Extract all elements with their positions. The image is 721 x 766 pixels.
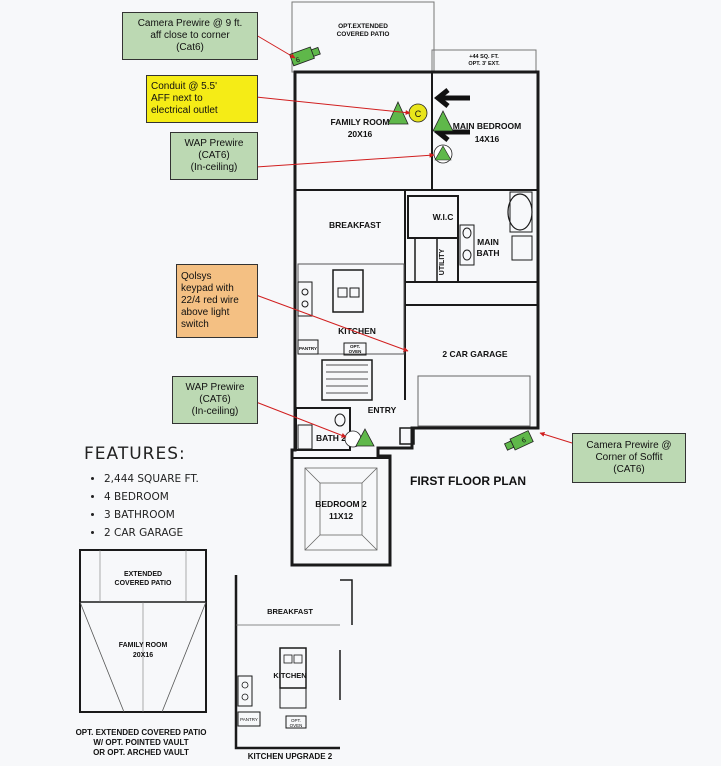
inset-kitchen: BREAKFAST KITCHEN PANTRY OPT.OVEN KITCHE… <box>234 575 353 761</box>
label-bath2: BATH 2 <box>316 433 346 443</box>
device-markers: 6 C 6 <box>289 46 534 451</box>
callout-camera-right: Camera Prewire @Corner of Soffit(CAT6) <box>572 433 686 483</box>
callout-arrows <box>255 34 573 444</box>
main-bedroom-triangle-icon <box>432 110 454 132</box>
label-main-bedroom-size: 14X16 <box>475 134 500 144</box>
wap-top-icon <box>434 145 452 161</box>
features-panel: FEATURES: 2,444 SQUARE FT. 4 BEDROOM 3 B… <box>84 444 199 542</box>
label-kitchen: KITCHEN <box>338 326 376 336</box>
feature-item: 2,444 SQUARE FT. <box>104 470 199 488</box>
exterior-walls <box>290 70 540 567</box>
arrow-camera-right <box>539 431 573 444</box>
wap-bottom-icon <box>355 428 375 447</box>
label-opt-oven: OPT.OVEN <box>349 344 362 354</box>
camera-top-number: 6 <box>295 56 301 64</box>
label-family-room: FAMILY ROOM <box>330 117 389 127</box>
arrow-camera-top <box>255 34 296 59</box>
label-bedroom2: BEDROOM 2 <box>315 499 367 509</box>
label-sq-ft-ext: +44 SQ. FT.OPT. 3' EXT. <box>468 54 500 67</box>
feature-item: 2 CAR GARAGE <box>104 524 199 542</box>
inset-family-size: 20X16 <box>133 652 153 659</box>
label-entry: ENTRY <box>368 405 397 415</box>
inset-oven-label: OPT.OVEN <box>290 718 303 728</box>
camera-icon-right: 6 <box>503 430 534 451</box>
features-heading: FEATURES: <box>84 444 186 464</box>
label-pantry: PANTRY <box>299 346 317 351</box>
feature-item: 4 BEDROOM <box>104 488 199 506</box>
inset-family-label: FAMILY ROOM <box>119 642 168 649</box>
arrow-wap-top <box>255 152 435 168</box>
inset-pantry-label: PANTRY <box>240 717 258 722</box>
conduit-triangle-icon <box>387 101 409 125</box>
label-breakfast: BREAKFAST <box>329 220 382 230</box>
arrow-conduit <box>255 96 411 116</box>
callout-wap-top: WAP Prewire(CAT6)(In-ceiling) <box>170 132 258 180</box>
label-family-room-size: 20X16 <box>348 129 373 139</box>
first-floor-plan-title: FIRST FLOOR PLAN <box>410 474 526 488</box>
callout-wap-bottom: WAP Prewire(CAT6)(In-ceiling) <box>172 376 258 424</box>
features-list: 2,444 SQUARE FT. 4 BEDROOM 3 BATHROOM 2 … <box>84 470 199 542</box>
label-main-bedroom: MAIN BEDROOM <box>453 121 521 131</box>
label-wic: W.I.C <box>433 212 454 222</box>
inset-breakfast-label: BREAKFAST <box>267 607 313 616</box>
label-garage: 2 CAR GARAGE <box>442 349 508 359</box>
arrow-wap-bottom <box>255 401 347 438</box>
camera-right-number: 6 <box>521 437 528 445</box>
callout-camera-top: Camera Prewire @ 9 ft.aff close to corne… <box>122 12 258 60</box>
inset-kitchen-caption: KITCHEN UPGRADE 2 <box>248 752 333 761</box>
conduit-glyph: C <box>415 109 422 119</box>
inset-kitchen-label: KITCHEN <box>273 671 306 680</box>
label-bedroom2-size: 11X12 <box>329 511 353 521</box>
main-plan <box>290 1 540 567</box>
label-utility: UTILITY <box>439 248 446 275</box>
feature-item: 3 BATHROOM <box>104 506 199 524</box>
arrow-qolsys <box>255 294 409 352</box>
camera-icon-top: 6 <box>289 46 321 67</box>
